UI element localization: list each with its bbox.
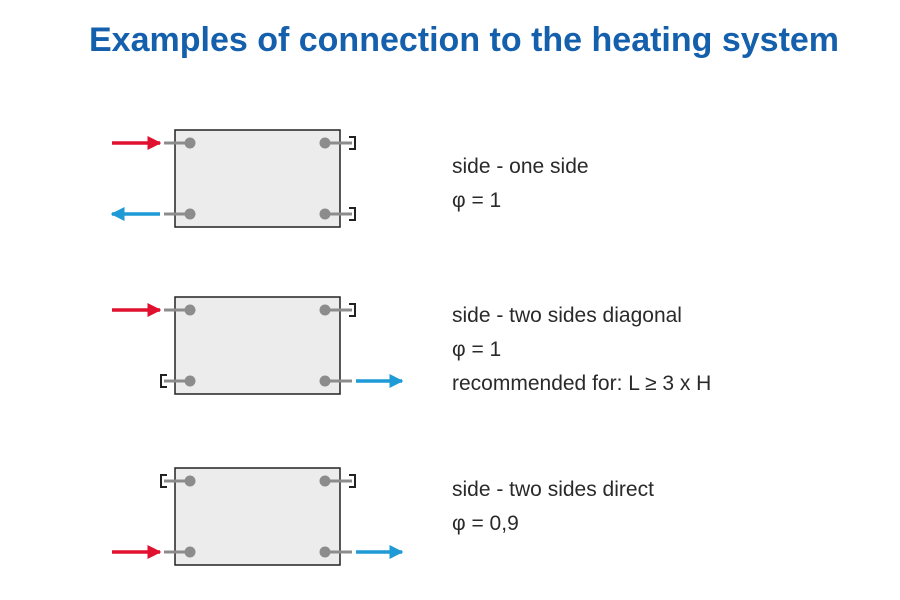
page-title: Examples of connection to the heating sy… xyxy=(89,21,840,59)
radiator-example-2 xyxy=(112,296,404,395)
example-1-phi: φ = 1 xyxy=(452,189,502,212)
connection-port xyxy=(184,375,196,387)
radiator-body xyxy=(174,129,341,228)
plug-cap xyxy=(160,474,167,488)
example-3-description: side - two sides direct φ = 0,9 xyxy=(452,473,654,541)
plug-cap xyxy=(160,374,167,388)
radiator-body xyxy=(174,296,341,395)
plug-cap xyxy=(349,474,356,488)
example-1-name: side - one side xyxy=(452,155,589,178)
radiator-example-1 xyxy=(110,129,356,228)
connection-port xyxy=(319,475,331,487)
radiator-example-3 xyxy=(112,467,404,566)
connection-port xyxy=(319,546,331,558)
connection-port xyxy=(319,208,331,220)
example-2-note: recommended for: L ≥ 3 x H xyxy=(452,372,712,395)
connection-port xyxy=(184,208,196,220)
example-3-phi: φ = 0,9 xyxy=(452,512,519,535)
plug-cap xyxy=(349,136,356,150)
connection-port xyxy=(184,475,196,487)
connection-port xyxy=(184,304,196,316)
connection-port xyxy=(184,137,196,149)
example-2-description: side - two sides diagonal φ = 1 recommen… xyxy=(452,299,711,401)
example-1-description: side - one side φ = 1 xyxy=(452,150,589,218)
connection-port xyxy=(319,304,331,316)
connection-port xyxy=(319,137,331,149)
radiator-body xyxy=(174,467,341,566)
connection-port xyxy=(319,375,331,387)
plug-cap xyxy=(349,207,356,221)
connection-port xyxy=(184,546,196,558)
plug-cap xyxy=(349,303,356,317)
example-3-name: side - two sides direct xyxy=(452,478,654,501)
example-2-name: side - two sides diagonal xyxy=(452,304,682,327)
example-2-phi: φ = 1 xyxy=(452,338,502,361)
